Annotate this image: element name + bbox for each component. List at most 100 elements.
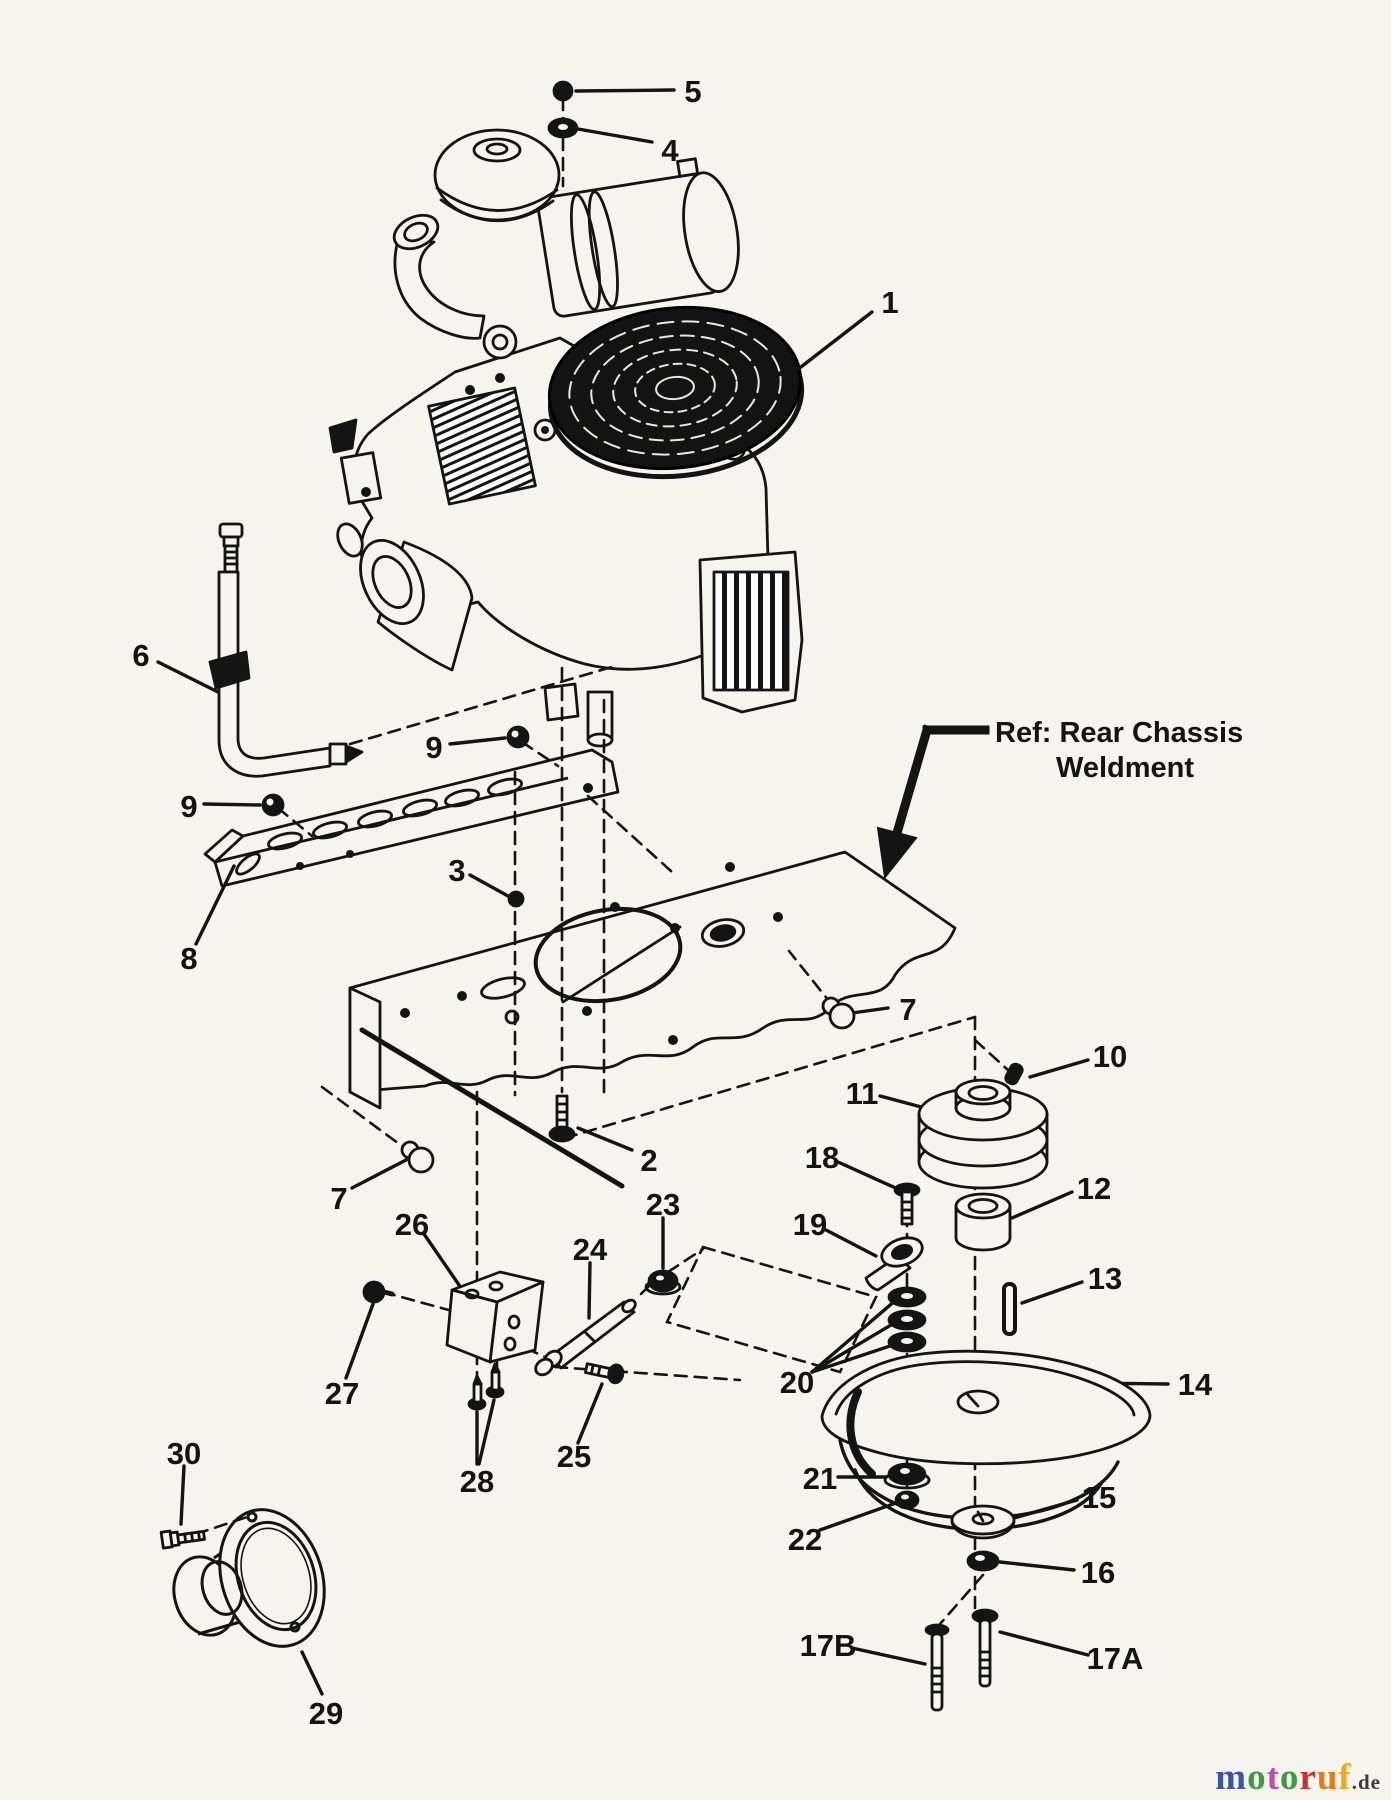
callout-24: 24 [573,1232,608,1267]
part-screws-28 [467,1362,505,1411]
part-bolt-3 [507,890,525,908]
callout-6: 6 [132,638,149,673]
muffler-shield [203,748,620,888]
part-washers-20 [887,1286,927,1353]
plate-flange [348,986,382,1110]
shield-holes [296,783,593,870]
shield-top-face [213,748,620,888]
engine-mount-clip [328,418,358,454]
callout-30: 30 [167,1436,201,1471]
leader-4 [576,127,654,144]
callout-9a: 9 [425,730,442,765]
leader-27 [344,1302,375,1380]
part-linkage-19 [864,1236,924,1292]
watermark-letter: f [1338,1757,1352,1798]
part-key-10 [1004,1062,1024,1086]
rear-chassis-plate [348,850,957,1189]
callout-11: 11 [846,1076,879,1111]
leader-17b [850,1646,927,1666]
part-bolt-30 [159,1529,206,1550]
part-bolt-17a [971,1608,999,1688]
plate-outline [348,850,957,1094]
callout-1: 1 [881,285,898,320]
part-bolt-17b [924,1623,950,1712]
callout-4: 4 [661,133,679,168]
leader-29 [300,1650,324,1696]
muffler [336,522,474,672]
watermark-letter: r [1299,1757,1317,1798]
ref-arrow [876,724,990,880]
callout-9b: 9 [180,789,197,824]
plate-oval-hole [533,906,683,1004]
part-nut-23 [644,1269,682,1296]
parts [159,80,1152,1712]
shield-left-end [203,828,245,864]
leader-9a [448,736,507,746]
part-key-13 [1002,1282,1017,1336]
engine-cylinder-fins [712,570,790,692]
leader-2 [576,1126,634,1152]
callout-10: 10 [1093,1039,1127,1074]
callout-5: 5 [684,74,701,109]
callout-26: 26 [395,1207,429,1242]
callout-25: 25 [557,1439,591,1474]
engine [328,128,805,748]
part-washer-15 [950,1504,1016,1540]
part-pulley-11 [917,1078,1049,1190]
callout-7b: 7 [899,992,916,1027]
leader-19 [824,1228,878,1258]
callout-14: 14 [1178,1367,1213,1402]
leader-16 [998,1560,1076,1572]
ref-label-line2: Weldment [1056,752,1194,784]
plate-oval-chord [561,925,682,1004]
leader-12 [1010,1190,1074,1220]
ref-label-line1: Ref: Rear Chassis [995,717,1243,749]
leader-22 [818,1501,898,1532]
callout-20: 20 [780,1365,814,1400]
leader-20b [810,1320,898,1374]
callout-3: 3 [448,853,465,888]
leader-9b [202,802,262,807]
callout-7a: 7 [330,1181,347,1216]
leader-lines [156,88,1170,1696]
plate-grommet [700,918,746,948]
crankcase-cover [172,1508,326,1648]
part-bracket-26 [445,1270,545,1364]
callout-17a: 17A [1087,1641,1144,1676]
part-bolt-25 [584,1362,625,1385]
leader-30 [179,1464,186,1526]
air-cleaner-canister [536,157,740,318]
plate-holes [400,862,783,1045]
intake-elbow [392,213,518,360]
callout-13: 13 [1088,1261,1122,1296]
leader-7a [350,1158,408,1190]
callout-28: 28 [460,1464,494,1499]
watermark-logo[interactable]: motoruf.de [1215,1759,1381,1796]
watermark-letter: u [1316,1757,1339,1798]
part-washer-4 [547,117,579,139]
callout-22: 22 [788,1522,822,1557]
part-rod-24 [534,1298,637,1377]
part-pin-7a [400,1140,435,1174]
watermark-suffix: .de [1351,1770,1381,1794]
callout-19: 19 [793,1207,827,1242]
part-nut-22 [894,1490,920,1510]
watermark-letter: o [1247,1757,1267,1798]
leader-24 [587,1261,592,1320]
part-nut-9b [261,793,285,817]
part-screw-5 [552,80,574,102]
callout-labels: 1 2 3 4 5 6 7 7 8 9 9 10 11 12 13 14 15 … [132,74,1213,1731]
leader-17a [998,1630,1090,1657]
leader-20a [810,1298,898,1374]
leader-8 [194,864,236,946]
tube-clamp [208,650,251,690]
leader-28b [477,1398,496,1466]
part-nut-16 [966,1550,1000,1572]
flywheel-screen [547,305,805,480]
callout-15: 15 [1082,1480,1116,1515]
plate-slot [480,976,526,1000]
part-nut-21 [883,1462,931,1490]
ref-label: Ref: Rear Chassis Weldment [995,717,1243,784]
